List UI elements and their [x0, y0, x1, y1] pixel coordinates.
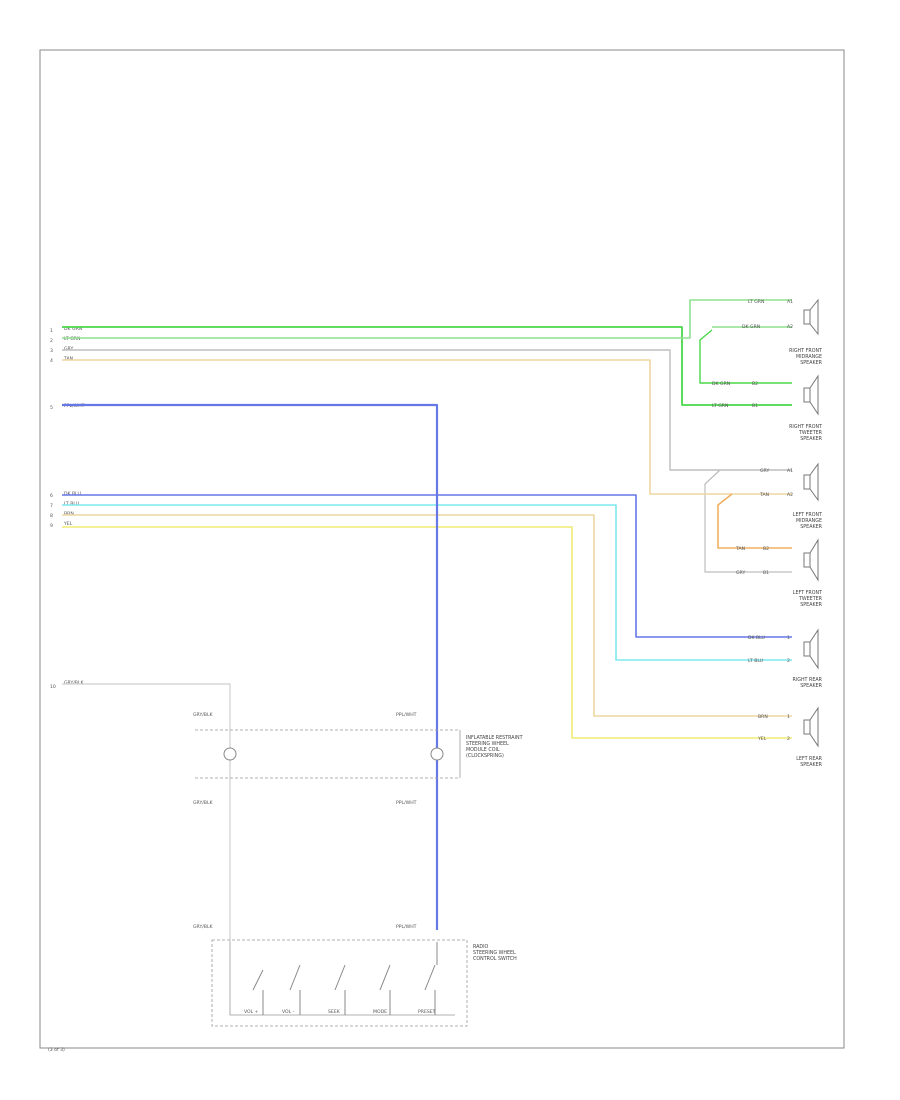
pin-wire-label: DK BLU [64, 491, 81, 497]
switch-contacts [252, 942, 438, 1015]
pin-number: 5 [50, 405, 53, 411]
pin-number: 10 [50, 684, 56, 690]
pin-wire-label: LT GRN [64, 336, 80, 342]
speaker-pin-label: 1 [787, 714, 790, 720]
pin-number: 2 [50, 338, 53, 344]
speaker-pin-label: 1 [787, 635, 790, 641]
pin-wire-label: DK GRN [64, 326, 82, 332]
footer-code: (3 of 3) [48, 1047, 65, 1053]
steering-wheel-control-switch: GRY/BLK PPL/WHT VOL + VOL - SEEK MODE PR… [193, 924, 517, 1027]
switch-position-label: VOL + [244, 1009, 259, 1015]
wire-tan-4 [62, 359, 792, 495]
speaker-wire-label: BRN [758, 714, 768, 720]
switch-position-label: MODE [373, 1009, 387, 1015]
clockspring-wire-label: GRY/BLK [193, 800, 214, 806]
wire-dkblu-6 [62, 494, 792, 638]
speaker-wire-label: TAN [735, 546, 745, 552]
speaker-pin-label: B1 [763, 570, 769, 576]
speaker-wire-label: LT GRN [748, 299, 764, 305]
speaker-pin-label: A1 [787, 299, 793, 305]
clockspring-wire-label: PPL/WHT [396, 800, 417, 806]
switch-position-label: SEEK [328, 1009, 341, 1015]
speaker-wire-label: GRY [736, 570, 745, 576]
wire-tan-branch [717, 493, 792, 549]
switch-position-label: PRESET [418, 1009, 436, 1015]
pin-wire-label: BRN [64, 511, 74, 517]
pin-wire-label: LT BLU [64, 501, 79, 507]
pin-wire-label: YEL [63, 521, 73, 527]
clockspring-wire-label: PPL/WHT [396, 712, 417, 718]
diagram-frame [39, 49, 845, 1049]
speaker-symbol [803, 538, 819, 582]
wire-ltgrn-branch [699, 329, 792, 384]
speaker-wire-label: DK BLU [748, 635, 765, 641]
speaker-symbol [803, 374, 819, 416]
clockspring-coil-left [223, 747, 237, 761]
wire-brn-8 [62, 514, 792, 717]
pin-number: 4 [50, 358, 53, 364]
wire-ltblu-7 [62, 504, 792, 661]
speaker-wire-label: LT BLU [748, 658, 763, 664]
wire-gryblk-10 [62, 683, 231, 942]
speaker-symbol [803, 298, 819, 336]
speaker-pin-label: B2 [752, 381, 758, 387]
wire-ltgrn-2 [62, 299, 792, 339]
wire-gry-branch [704, 469, 792, 573]
speaker-pin-label: A2 [787, 492, 793, 498]
speaker-pin-label: A1 [787, 468, 793, 474]
pin-number: 7 [50, 503, 53, 509]
speaker-wire-label: DK GRN [742, 324, 760, 330]
switch-position-label: VOL - [282, 1009, 295, 1015]
pin-number: 6 [50, 493, 53, 499]
wire-dkgrn-1 [62, 326, 792, 406]
pin-number: 3 [50, 348, 53, 354]
pin-number: 8 [50, 513, 53, 519]
switch-wire-label: PPL/WHT [396, 924, 417, 930]
speaker-wire-label: GRY [760, 468, 769, 474]
switch-wire-label: GRY/BLK [193, 924, 214, 930]
speaker-symbol [803, 462, 819, 502]
clockspring: GRY/BLK PPL/WHT GRY/BLK PPL/WHT INFLATAB… [193, 712, 523, 806]
left-connector-pins: 1 DK GRN 2 LT GRN 3 GRY 4 TAN 5 PPL/WHT … [50, 326, 85, 690]
wire-pplwht-5 [62, 403, 439, 930]
pin-wire-label: GRY/BLK [64, 680, 85, 686]
speaker-pin-label: B2 [763, 546, 769, 552]
pin-number: 1 [50, 328, 53, 334]
speaker-wire-label: TAN [759, 492, 769, 498]
speaker-pin-label: B1 [752, 403, 758, 409]
wire-gry-3 [62, 349, 792, 471]
clockspring-coil-right [430, 747, 444, 761]
speaker-wire-label: LT GRN [712, 403, 728, 409]
speaker-pin-label: 2 [787, 658, 790, 664]
clockspring-wire-label: GRY/BLK [193, 712, 214, 718]
speaker-pin-label: A2 [787, 324, 793, 330]
wire-yel-9 [62, 526, 792, 739]
wires [62, 299, 792, 942]
speaker-symbol [803, 706, 819, 748]
pin-wire-label: GRY [64, 346, 73, 352]
pin-wire-label: TAN [63, 356, 73, 362]
speaker-wire-label: YEL [757, 736, 767, 742]
speaker-wire-label: DK GRN [712, 381, 730, 387]
speaker-pin-label: 2 [787, 736, 790, 742]
speaker-symbol [803, 628, 819, 670]
pin-number: 9 [50, 523, 53, 529]
speakers: LT GRN A1 DK GRN A2 DK GRN B2 LT GRN B1 … [712, 298, 823, 768]
